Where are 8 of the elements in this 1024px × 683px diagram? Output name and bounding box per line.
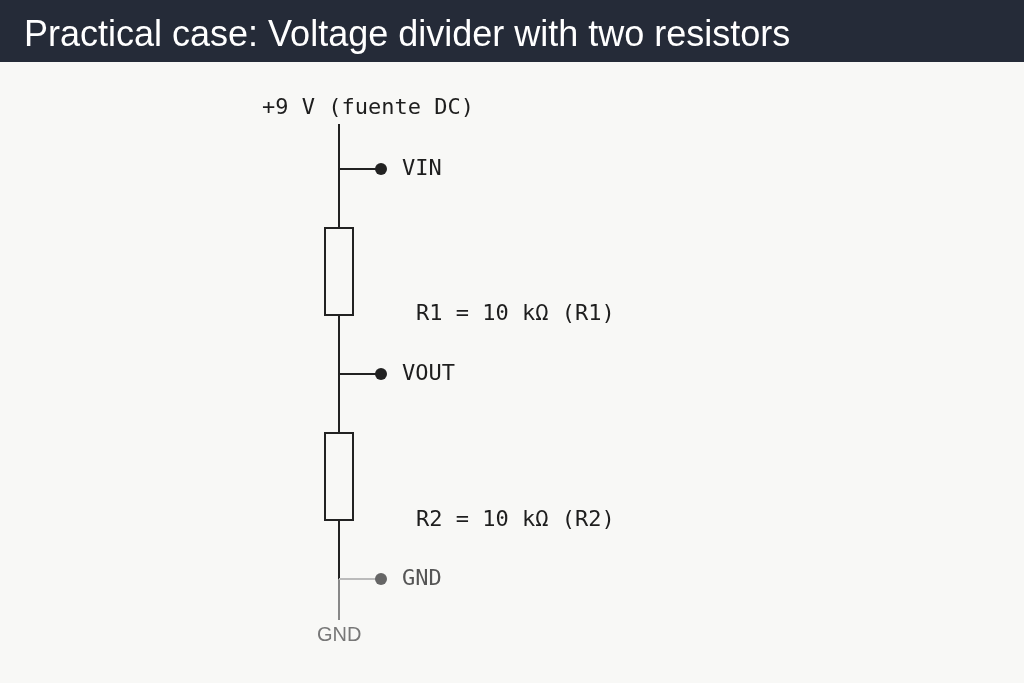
terminal-label: GND bbox=[402, 565, 442, 591]
supply-label: +9 V (fuente DC) bbox=[262, 94, 474, 120]
resistor-label: R2 = 10 kΩ (R2) bbox=[416, 506, 615, 532]
terminal-label: VOUT bbox=[402, 360, 455, 386]
terminal-label: VIN bbox=[402, 155, 442, 181]
title: Practical case: Voltage divider with two resistors bbox=[24, 14, 791, 54]
ground-label: GND bbox=[317, 623, 362, 646]
resistor-label: R1 = 10 kΩ (R1) bbox=[416, 300, 615, 326]
